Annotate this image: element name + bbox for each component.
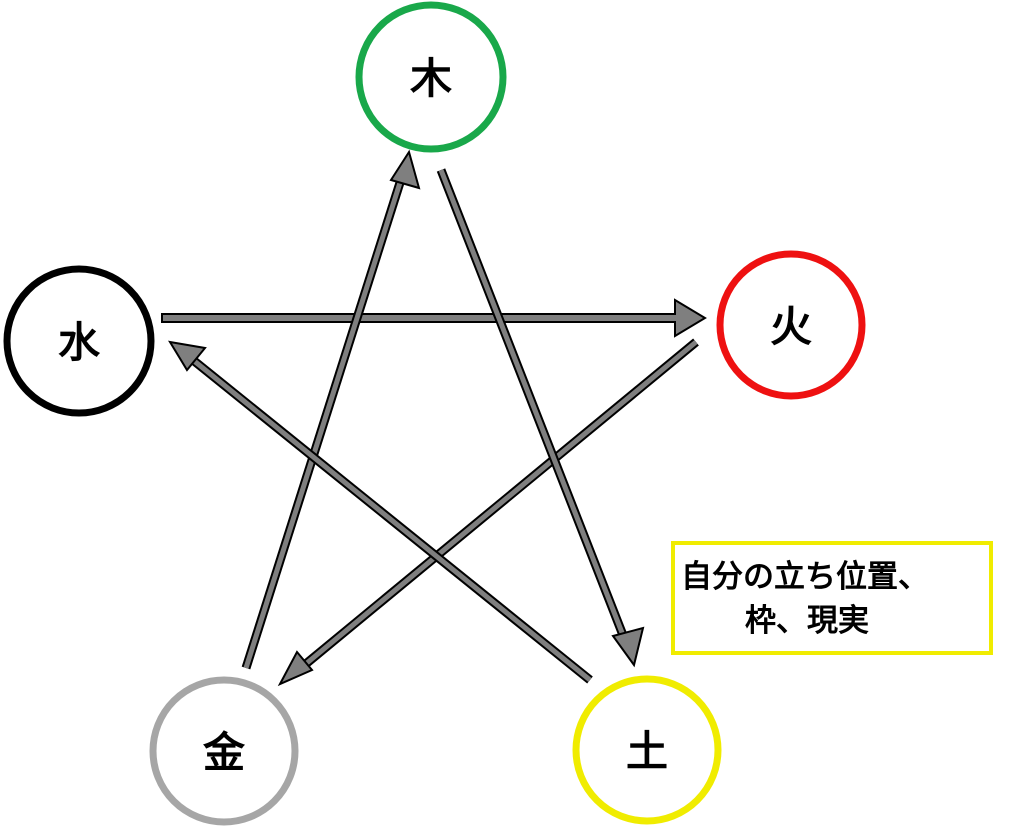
node-metal-label: 金	[202, 728, 246, 777]
node-fire: 火	[716, 250, 866, 400]
arrow-wood-to-earth	[436, 168, 645, 668]
arrows-layer	[161, 149, 707, 687]
note-line-2: 枠、現実	[745, 603, 869, 639]
node-wood-label: 木	[410, 54, 452, 103]
node-water: 水	[3, 265, 155, 417]
arrow-fire-to-metal	[277, 338, 699, 687]
arrow-earth-to-water	[168, 340, 593, 684]
node-earth-label: 土	[626, 727, 668, 776]
note-line-1: 自分の立ち位置、	[681, 559, 929, 595]
node-wood-circle	[355, 1, 507, 153]
node-earth-circle	[572, 675, 722, 825]
node-water-circle	[3, 265, 155, 417]
node-metal-circle	[149, 676, 299, 826]
node-wood: 木	[355, 1, 507, 153]
node-metal: 金	[149, 676, 299, 826]
node-water-label: 水	[58, 318, 101, 367]
node-fire-circle	[716, 250, 866, 400]
node-fire-label: 火	[770, 302, 812, 351]
arrow-water-to-fire	[161, 298, 707, 338]
arrow-metal-to-wood	[241, 149, 421, 670]
node-earth: 土	[572, 675, 722, 825]
note-box: 自分の立ち位置、 枠、現実	[671, 541, 993, 655]
